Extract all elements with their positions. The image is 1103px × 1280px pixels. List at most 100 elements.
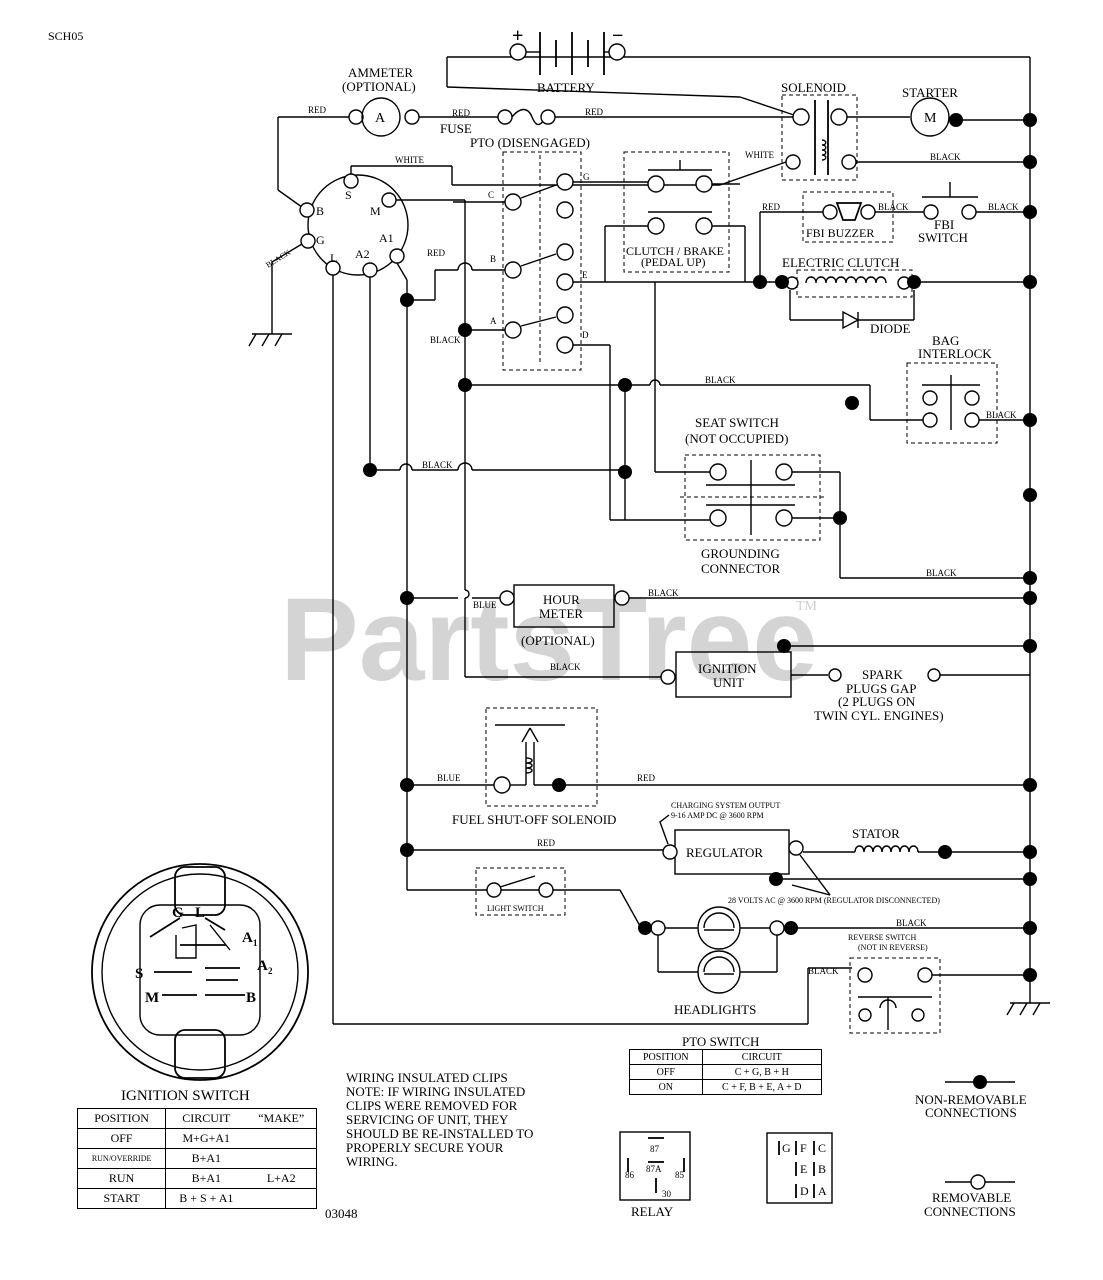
watermark-tm: TM [796,599,818,614]
light-switch-label: LIGHT SWITCH [487,904,544,913]
table-header: POSITION [76,1108,167,1129]
spark-label-1: SPARK [862,667,903,682]
electric-clutch: ELECTRIC CLUTCH [782,255,913,298]
table-cell: M+G+A1 [165,1128,247,1149]
table-cell: C + G, B + H [701,1064,823,1080]
svg-text:S: S [135,966,143,982]
ammeter-label: AMMETER [348,65,413,80]
electric-clutch-label: ELECTRIC CLUTCH [782,255,899,270]
svg-text:BLACK: BLACK [648,588,679,598]
fbi-switch-label-2: SWITCH [918,230,968,245]
svg-text:RED: RED [637,773,656,783]
table-cell [246,1128,318,1149]
battery: + − BATTERY [446,25,1030,118]
relay-label: RELAY [631,1204,674,1219]
table-cell: C + F, B + E, A + D [701,1079,823,1095]
regulator: REGULATOR [662,829,804,875]
svg-text:E: E [582,270,588,280]
svg-text:M: M [370,204,381,218]
svg-text:WHITE: WHITE [745,150,774,160]
battery-minus: − [612,25,623,47]
svg-text:BLUE: BLUE [437,773,461,783]
spark-label-3: (2 PLUGS ON [838,694,916,709]
spark-label-2: PLUGS GAP [846,681,916,696]
svg-text:L: L [330,251,337,265]
svg-text:RED: RED [537,838,556,848]
table-header: POSITION [629,1049,703,1065]
table-cell: RUN [76,1168,167,1189]
table-header: CIRCUIT [701,1049,823,1065]
bag-interlock: BAG INTERLOCK [906,333,998,444]
ground-symbol-left [248,333,292,347]
fbi-buzzer: FBI BUZZER [802,191,894,243]
svg-text:B: B [246,990,256,1006]
ground-symbol-right [1006,1002,1050,1016]
clutch-brake-switch: CLUTCH / BRAKE (PEDAL UP) [623,151,730,273]
svg-text:C: C [488,190,494,200]
battery-label: BATTERY [537,80,595,95]
pto-label: PTO (DISENGAGED) [470,135,590,150]
legend-non-removable: NON-REMOVABLE CONNECTIONS [915,1075,1027,1120]
svg-text:BLACK: BLACK [430,335,461,345]
stator: STATOR [852,826,919,853]
svg-text:RED: RED [427,248,446,258]
not-in-reverse-label: (NOT IN REVERSE) [858,943,928,952]
battery-plus: + [512,25,523,47]
charging-note-2: 9-16 AMP DC @ 3600 RPM [671,811,764,820]
solenoid-label: SOLENOID [781,80,846,95]
bag-label-2: INTERLOCK [918,346,992,361]
note-line: WIRING. [346,1154,398,1169]
note-line: CLIPS WERE REMOVED FOR [346,1098,518,1113]
svg-text:A: A [242,930,253,946]
note-line: PROPERLY SECURE YOUR [346,1140,504,1155]
diode-label: DIODE [870,321,910,336]
svg-text:WHITE: WHITE [395,155,424,165]
svg-text:G: G [172,905,184,921]
reverse-switch: REVERSE SWITCH (NOT IN REVERSE) [848,933,941,1034]
table-header-row: POSITION CIRCUIT [629,1049,823,1065]
note-line: SHOULD BE RE-INSTALLED TO [346,1126,534,1141]
svg-text:A: A [818,1184,827,1198]
hour-meter-label-1: HOUR [543,592,580,607]
svg-text:B: B [818,1162,826,1176]
table-cell: RUN/OVERRIDE [76,1148,167,1169]
watermark: PartsTree [280,574,818,706]
table-cell [246,1148,318,1169]
svg-text:B: B [316,204,324,218]
pedal-up-label: (PEDAL UP) [641,255,706,269]
fuse: FUSE [440,108,556,136]
table-cell: B+A1 [165,1148,247,1169]
svg-text:BLACK: BLACK [988,202,1019,212]
pto-connector-pins: G F C E B D A [766,1132,833,1204]
svg-text:BLACK: BLACK [986,410,1017,420]
fuse-label: FUSE [440,121,472,136]
svg-text:S: S [345,188,352,202]
grounding-label-1: GROUNDING [701,546,780,561]
table-row: OFF M+G+A1 [76,1128,318,1149]
table-cell: B + S + A1 [165,1188,247,1209]
svg-text:REMOVABLE: REMOVABLE [932,1190,1011,1205]
svg-text:BLACK: BLACK [926,568,957,578]
fbi-buzzer-label: FBI BUZZER [806,226,874,240]
pto-table-title: PTO SWITCH [682,1034,759,1049]
svg-text:BLACK: BLACK [808,966,839,976]
table-header-row: POSITION CIRCUIT “MAKE” [76,1108,318,1129]
svg-text:BLACK: BLACK [896,918,927,928]
part-number: 03048 [325,1206,358,1221]
seat-switch: SEAT SWITCH (NOT OCCUPIED) GROUNDING CON… [680,415,825,576]
table-row: OFF C + G, B + H [629,1064,823,1080]
table-row: START B + S + A1 [76,1188,318,1209]
svg-text:RED: RED [762,202,781,212]
ignition-switch-title: IGNITION SWITCH [121,1088,250,1104]
svg-text:D: D [582,330,589,340]
table-cell: OFF [629,1064,703,1080]
grounding-label-2: CONNECTOR [701,561,781,576]
clutch-brake-label: CLUTCH / BRAKE [626,244,724,258]
ammeter-optional: (OPTIONAL) [342,79,416,94]
svg-text:RED: RED [308,105,327,115]
svg-text:85: 85 [675,1170,685,1180]
legend-removable: REMOVABLE CONNECTIONS [924,1174,1016,1219]
svg-text:D: D [800,1184,809,1198]
reverse-switch-label: REVERSE SWITCH [848,933,916,942]
